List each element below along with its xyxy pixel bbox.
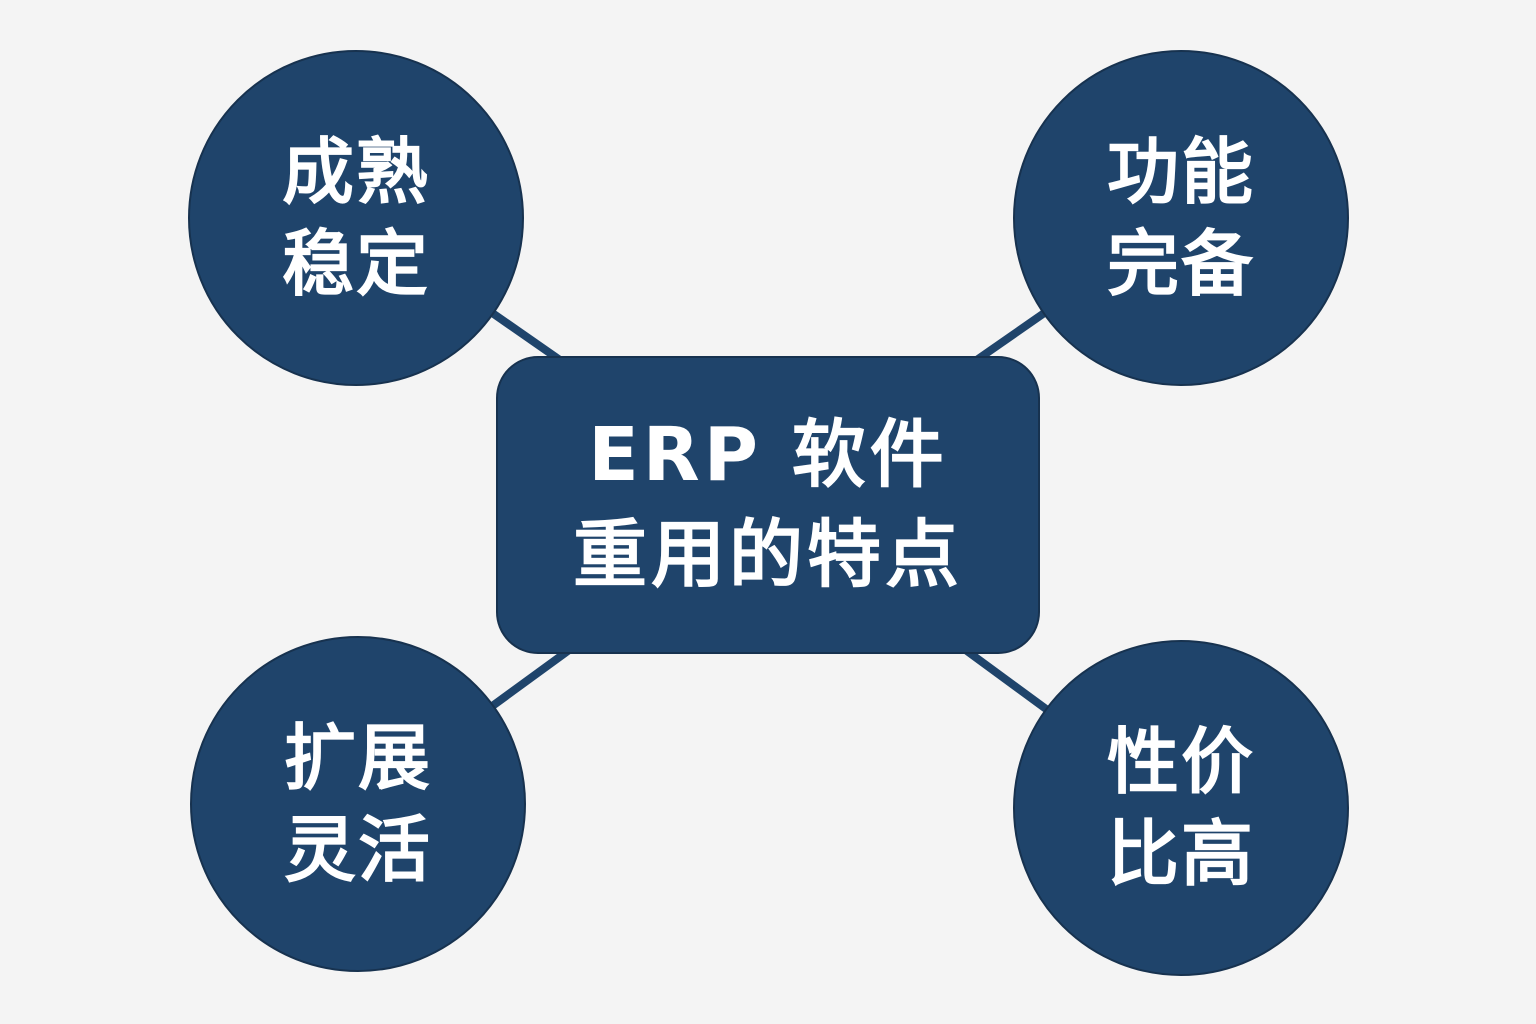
feature-label-line1: 扩展 xyxy=(283,716,432,800)
feature-label-line2: 灵活 xyxy=(283,808,432,892)
feature-node-complete-functions: 功能 完备 xyxy=(1013,50,1349,386)
feature-node-mature-stable: 成熟 稳定 xyxy=(188,50,524,386)
central-title-line2: 重用的特点 xyxy=(573,512,963,598)
feature-label-line1: 功能 xyxy=(1106,130,1255,214)
central-topic-box: ERP 软件 重用的特点 xyxy=(496,356,1040,654)
feature-label-line1: 成熟 xyxy=(281,130,430,214)
feature-node-flexible-extension: 扩展 灵活 xyxy=(190,636,526,972)
feature-label-line2: 稳定 xyxy=(281,222,430,306)
feature-label-line2: 完备 xyxy=(1106,222,1255,306)
feature-label-line1: 性价 xyxy=(1106,720,1255,804)
feature-node-cost-effective: 性价 比高 xyxy=(1013,640,1349,976)
central-title-line1: ERP 软件 xyxy=(588,412,948,498)
feature-label-line2: 比高 xyxy=(1106,812,1255,896)
